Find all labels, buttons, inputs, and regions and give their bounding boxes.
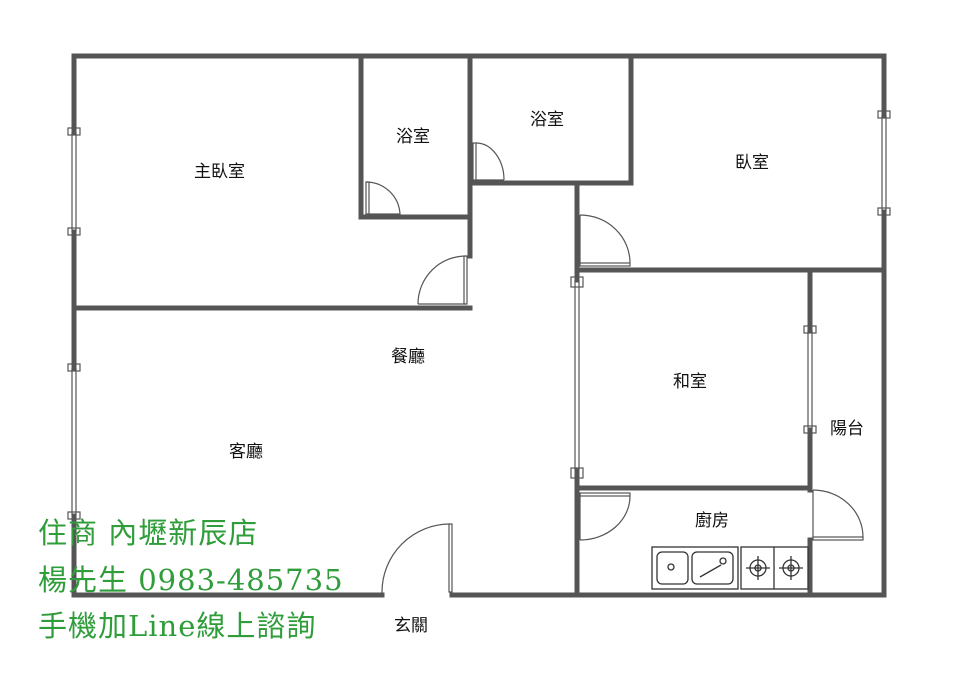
ad-line-line-consult: 手機加Line線上諮詢: [38, 609, 317, 643]
label-balcony: 陽台: [830, 419, 864, 439]
label-entrance: 玄關: [394, 616, 428, 636]
doors: [365, 142, 864, 595]
bedroom-door: [579, 214, 631, 267]
entrance-door: [381, 523, 453, 595]
master-bedroom-door: [417, 255, 468, 305]
balcony-door: [812, 489, 864, 541]
ad-line-contact: 楊先生 0983-485735: [38, 563, 344, 597]
label-living: 客廳: [229, 442, 263, 462]
kitchen-fixtures: [651, 546, 809, 590]
label-tatami-room: 和室: [673, 372, 707, 392]
label-bedroom: 臥室: [735, 153, 769, 173]
kitchen-door: [579, 492, 631, 541]
label-bath-1: 浴室: [396, 127, 430, 147]
outer-walls: [71, 53, 887, 598]
ad-line-agency: 住商 內壢新辰店: [38, 516, 259, 550]
windows: [67, 110, 891, 520]
label-kitchen: 廚房: [695, 510, 729, 531]
room-labels: 主臥室 浴室 浴室 臥室 餐廳 客廳 和室 陽台 廚房: [194, 110, 864, 531]
sink-icon: [651, 546, 739, 590]
bath-1-door: [365, 181, 401, 218]
label-master-bedroom: 主臥室: [194, 162, 245, 182]
label-dining: 餐廳: [391, 347, 425, 367]
bath-2-door: [472, 142, 505, 181]
label-bath-2: 浴室: [530, 110, 564, 130]
stove-icon: [740, 546, 809, 590]
